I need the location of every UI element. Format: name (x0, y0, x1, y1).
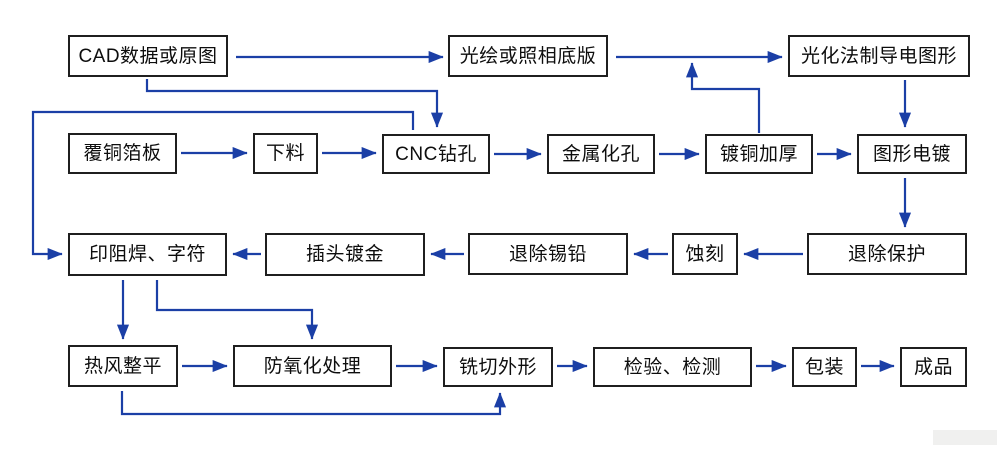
node-finished-product: 成品 (900, 347, 967, 387)
node-connector-gold-plating: 插头镀金 (265, 233, 425, 276)
node-profile-routing: 铣切外形 (443, 347, 553, 387)
node-cnc-drilling: CNC钻孔 (382, 134, 490, 174)
node-cad-data: CAD数据或原图 (68, 35, 228, 77)
node-pattern-plating: 图形电镀 (857, 134, 967, 174)
node-hot-air-leveling: 热风整平 (68, 345, 178, 387)
node-etching: 蚀刻 (672, 233, 738, 275)
node-photoplot-film: 光绘或照相底版 (448, 35, 608, 77)
node-copper-thickening: 镀铜加厚 (705, 134, 813, 174)
edge-cnc-to-solder (31, 110, 415, 261)
node-packaging: 包装 (792, 347, 857, 387)
node-solder-mask-legend: 印阻焊、字符 (68, 233, 227, 276)
watermark-patch (933, 430, 997, 445)
edge-hal-to-routing-bypass (120, 391, 507, 416)
node-photochemical-pattern: 光化法制导电图形 (788, 35, 970, 77)
node-blanking: 下料 (253, 133, 318, 174)
node-tin-lead-stripping: 退除锡铅 (468, 233, 628, 275)
node-anti-oxidation: 防氧化处理 (233, 345, 392, 387)
edge-solder-to-antiox (155, 280, 319, 340)
edge-cad-to-cnc (145, 79, 444, 128)
node-hole-metallization: 金属化孔 (547, 134, 655, 174)
node-resist-stripping: 退除保护 (807, 233, 967, 275)
node-inspection-testing: 检验、检测 (593, 347, 752, 387)
node-copper-clad-laminate: 覆铜箔板 (68, 133, 177, 174)
edge-copper-to-photochemical (685, 62, 761, 133)
